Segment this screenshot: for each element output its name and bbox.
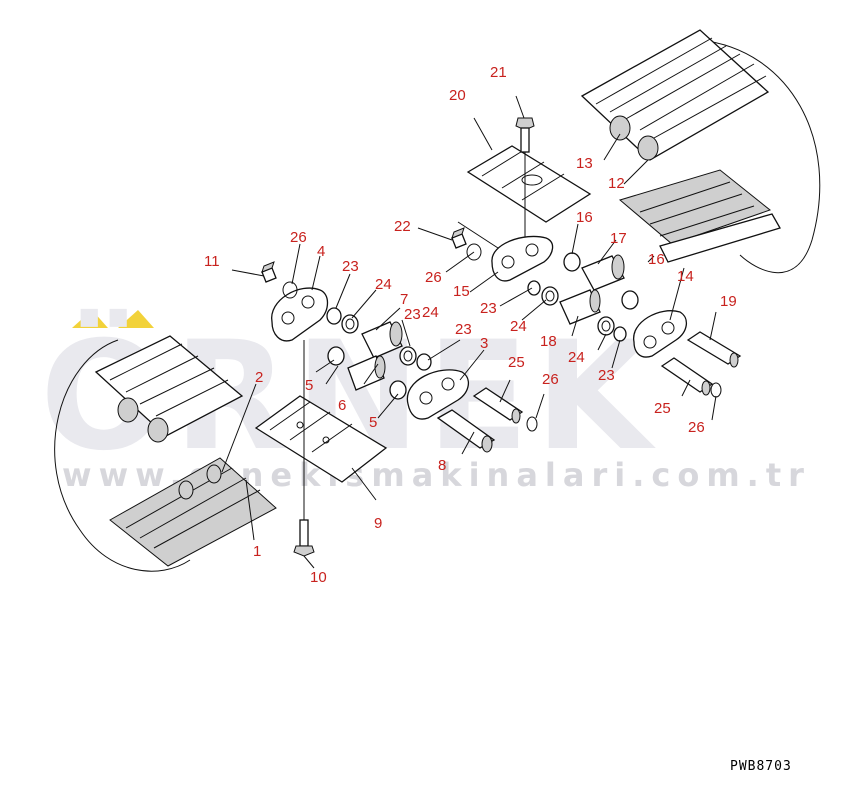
bushing-18 — [559, 289, 601, 325]
callout-6: 6 — [338, 397, 346, 414]
callout-26-right: 26 — [688, 419, 705, 436]
callout-2: 2 — [255, 369, 263, 386]
callouts: 1 2 3 4 5 5 6 7 8 9 10 11 12 13 14 15 16… — [204, 64, 737, 586]
link-15 — [491, 235, 554, 282]
bolt-10 — [293, 340, 315, 557]
pin-19 — [686, 331, 742, 368]
callout-8: 8 — [438, 457, 446, 474]
bolt-21 — [515, 117, 535, 250]
track-assembly-upper-right — [580, 29, 821, 274]
callout-5-left: 5 — [305, 377, 313, 394]
pin-25-right — [660, 357, 714, 396]
track-shoe-20 — [466, 145, 592, 223]
nut-11 — [261, 261, 277, 283]
callout-24-a: 24 — [375, 276, 392, 293]
pin-25-left — [472, 387, 524, 424]
callout-18: 18 — [540, 333, 557, 350]
callout-24-c: 24 — [510, 318, 527, 335]
link-14 — [633, 310, 687, 358]
pin-8 — [436, 409, 496, 453]
callout-12: 12 — [608, 175, 625, 192]
seals-and-rings — [282, 243, 722, 432]
link-4 — [271, 287, 329, 342]
callout-23-c: 23 — [480, 300, 497, 317]
callout-10: 10 — [310, 569, 327, 586]
drawing-code: PWB8703 — [730, 759, 792, 774]
nut-22 — [451, 227, 467, 249]
link-3 — [406, 369, 469, 420]
callout-23-a: 23 — [342, 258, 359, 275]
callout-26-top-left: 26 — [290, 229, 307, 246]
track-assembly-lower-left — [54, 335, 277, 572]
callout-17: 17 — [610, 230, 627, 247]
callout-4: 4 — [317, 243, 325, 260]
watermark-accent-right — [118, 310, 154, 328]
callout-11: 11 — [204, 253, 220, 270]
callout-23-b: 23 — [455, 321, 472, 338]
callout-16-right: 16 — [648, 251, 665, 268]
callout-19: 19 — [720, 293, 737, 310]
callout-23-d: 23 — [598, 367, 615, 384]
bushing-17 — [581, 254, 625, 291]
callout-23-e: 23 — [404, 306, 421, 323]
callout-25-right: 25 — [654, 400, 671, 417]
callout-21: 21 — [490, 64, 507, 81]
callout-26-mid: 26 — [425, 269, 442, 286]
callout-9: 9 — [374, 515, 382, 532]
callout-13: 13 — [576, 155, 593, 172]
callout-24-d: 24 — [568, 349, 585, 366]
callout-1: 1 — [253, 543, 261, 560]
callout-20: 20 — [449, 87, 466, 104]
watermark-accent-left — [72, 310, 108, 328]
callout-15: 15 — [453, 283, 470, 300]
callout-25-left: 25 — [508, 354, 525, 371]
callout-3: 3 — [480, 335, 488, 352]
callout-5-right: 5 — [369, 414, 377, 431]
callout-24-b: 24 — [422, 304, 439, 321]
callout-7: 7 — [400, 291, 408, 308]
leader-lines — [221, 95, 717, 569]
bushing-6 — [347, 355, 386, 391]
callout-22: 22 — [394, 218, 411, 235]
callout-26-lower: 26 — [542, 371, 559, 388]
callout-14: 14 — [677, 268, 694, 285]
callout-16-top: 16 — [576, 209, 593, 226]
